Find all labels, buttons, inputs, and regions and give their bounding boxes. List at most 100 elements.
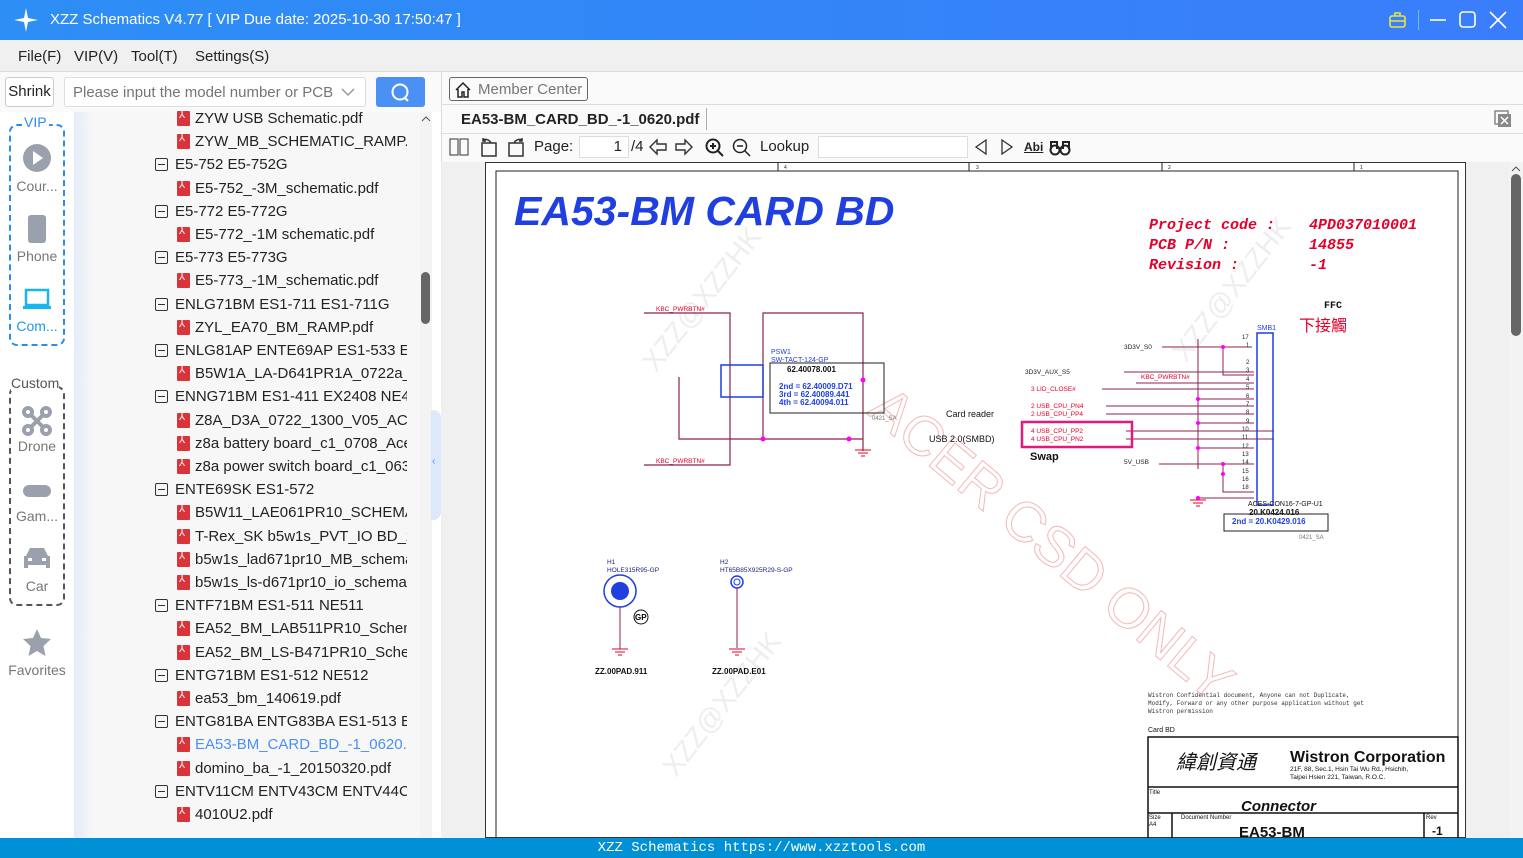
nav-car[interactable]: Car — [25, 578, 49, 594]
search-input[interactable] — [64, 77, 366, 107]
collapse-icon[interactable] — [155, 158, 168, 172]
lookup-input[interactable] — [818, 136, 968, 158]
tree-folder[interactable]: E5-772 E5-772G — [155, 200, 407, 224]
collapse-icon[interactable] — [155, 715, 168, 729]
close-tab-icon[interactable] — [1494, 110, 1512, 128]
tree-file[interactable]: Z8A_D3A_0722_1300_V05_ACER — [177, 409, 407, 433]
collapse-icon[interactable] — [155, 599, 168, 613]
collapse-icon[interactable] — [155, 297, 168, 311]
rotate-left-icon[interactable] — [479, 137, 499, 157]
nav-favorites[interactable]: Favorites — [8, 662, 66, 678]
nav-computer[interactable]: Com... — [16, 318, 58, 334]
tree-file[interactable]: E5-772_-1M schematic.pdf — [177, 223, 407, 247]
tree-file[interactable]: EA52_BM_LS-B471PR10_Schema — [177, 641, 407, 665]
alt-part-number: 2nd = 62.40009.D71 — [779, 382, 853, 391]
tree-file[interactable]: b5w1s_lad671pr10_MB_schemat — [177, 548, 407, 572]
tree-file[interactable]: E5-773_-1M_schematic.pdf — [177, 269, 407, 293]
document-scroll-thumb[interactable] — [1511, 174, 1521, 336]
tree-folder[interactable]: ENLG71BM ES1-711 ES1-711G — [155, 293, 407, 317]
collapse-icon[interactable] — [155, 390, 168, 404]
tree-file[interactable]: ZYW_MB_SCHEMATIC_RAMP.pdf — [177, 130, 407, 154]
tree-folder[interactable]: ENTG71BM ES1-512 NE512 — [155, 664, 407, 688]
tree-file[interactable]: 4010U2.pdf — [177, 803, 407, 827]
menu-settings[interactable]: Settings(S) — [195, 48, 270, 65]
phone-icon[interactable] — [27, 214, 47, 244]
collapse-icon[interactable] — [155, 344, 168, 357]
close-icon[interactable] — [1488, 10, 1508, 30]
tree-file[interactable]: E5-752_-3M_schematic.pdf — [177, 177, 407, 201]
find-next-icon[interactable] — [1000, 139, 1014, 155]
document-scrollbar[interactable] — [1509, 162, 1523, 838]
match-case-button[interactable]: Abi — [1024, 140, 1044, 154]
tree-file[interactable]: ZYL_EA70_BM_RAMP.pdf — [177, 316, 407, 340]
briefcase-icon[interactable] — [1388, 11, 1408, 29]
collapse-icon[interactable] — [155, 668, 168, 682]
net-label: 3 LID_CLOSE# — [1031, 386, 1076, 393]
rotate-right-icon[interactable] — [506, 137, 526, 157]
scroll-up-icon[interactable] — [420, 114, 432, 124]
binoculars-icon[interactable] — [1049, 138, 1071, 156]
collapse-panel-handle[interactable]: ‹ — [431, 410, 441, 520]
car-icon[interactable] — [22, 546, 52, 572]
search-button[interactable] — [376, 77, 425, 107]
laptop-icon[interactable] — [22, 288, 52, 310]
tree-file[interactable]: ea53_bm_140619.pdf — [177, 687, 407, 711]
page-input[interactable]: 1 — [579, 136, 629, 158]
pin-number: 2 — [1246, 360, 1250, 366]
minimize-icon[interactable] — [1428, 10, 1448, 30]
tree-file[interactable]: z8a power switch board_c1_063 — [177, 455, 407, 479]
tree-scrollbar[interactable] — [420, 112, 432, 838]
play-icon[interactable] — [23, 144, 51, 172]
next-page-icon[interactable] — [674, 138, 694, 156]
zoom-out-icon[interactable] — [732, 138, 752, 158]
category-nav: VIP Cour... Phone Com... Custom Drone Ga… — [0, 112, 74, 838]
tree-file[interactable]: b5w1s_ls-d671pr10_io_schemati — [177, 571, 407, 595]
scroll-up-icon[interactable] — [1510, 164, 1522, 174]
tree-file[interactable]: EA53-BM_CARD_BD_-1_0620.pdf — [177, 733, 407, 757]
gamepad-icon[interactable] — [22, 484, 52, 498]
tree-file[interactable]: B5W11_LAE061PR10_SCHEMATI — [177, 501, 407, 525]
collapse-icon[interactable] — [155, 483, 168, 497]
tab-document[interactable]: EA53-BM_CARD_BD_-1_0620.pdf — [461, 111, 700, 128]
tree-file[interactable]: z8a battery board_c1_0708_Acer — [177, 432, 407, 456]
tree-file[interactable]: ZYW USB Schematic.pdf — [177, 107, 407, 131]
menu-tool[interactable]: Tool(T) — [131, 48, 178, 65]
find-prev-icon[interactable] — [974, 139, 988, 155]
collapse-icon[interactable] — [155, 784, 168, 798]
prev-page-icon[interactable] — [648, 138, 668, 156]
nav-courses[interactable]: Cour... — [16, 178, 58, 194]
star-icon[interactable] — [22, 628, 52, 658]
pdf-icon — [177, 617, 190, 638]
tree-folder[interactable]: ENTV11CM ENTV43CM ENTV44CM — [155, 780, 407, 804]
tree-folder[interactable]: ENNG71BM ES1-411 EX2408 NE41 — [155, 385, 407, 409]
tree-folder[interactable]: ENLG81AP ENTE69AP ES1-533 ES1 — [155, 339, 407, 363]
tree-scroll-thumb[interactable] — [421, 272, 430, 324]
chevron-down-icon[interactable] — [340, 85, 356, 99]
tree-file[interactable]: T-Rex_SK b5w1s_PVT_IO BD_201 — [177, 525, 407, 549]
tree-folder[interactable]: ENTF71BM ES1-511 NE511 — [155, 594, 407, 618]
nav-phone[interactable]: Phone — [16, 248, 58, 264]
maximize-icon[interactable] — [1458, 10, 1478, 30]
tree-file[interactable]: B5W1A_LA-D641PR1A_0722a_a — [177, 362, 407, 386]
menu-file[interactable]: File(F) — [18, 48, 62, 65]
menu-vip[interactable]: VIP(V) — [74, 48, 119, 65]
tree-folder[interactable]: E5-752 E5-752G — [155, 153, 407, 177]
tree-folder[interactable]: ENTG81BA ENTG83BA ES1-513 ES1 — [155, 710, 407, 734]
collapse-icon[interactable] — [155, 204, 168, 218]
two-page-icon[interactable] — [449, 138, 469, 156]
nav-games[interactable]: Gam... — [15, 508, 58, 524]
tree-file[interactable]: EA52_BM_LAB511PR10_Schema — [177, 617, 407, 641]
zoom-in-icon[interactable] — [705, 138, 725, 158]
ffc-label: FFC — [1324, 301, 1342, 312]
tree-file[interactable]: domino_ba_-1_20150320.pdf — [177, 757, 407, 781]
tree-folder[interactable]: E5-773 E5-773G — [155, 246, 407, 270]
swap-label: Swap — [1030, 451, 1059, 463]
pin-number: 13 — [1242, 452, 1249, 458]
shrink-button[interactable]: Shrink — [5, 77, 54, 107]
collapse-icon[interactable] — [155, 251, 168, 265]
member-center-button[interactable]: Member Center — [449, 77, 588, 101]
tree-item-label: z8a power switch board_c1_063 — [195, 458, 407, 475]
nav-drone[interactable]: Drone — [17, 438, 57, 454]
drone-icon[interactable] — [22, 406, 52, 436]
tree-folder[interactable]: ENTE69SK ES1-572 — [155, 478, 407, 502]
